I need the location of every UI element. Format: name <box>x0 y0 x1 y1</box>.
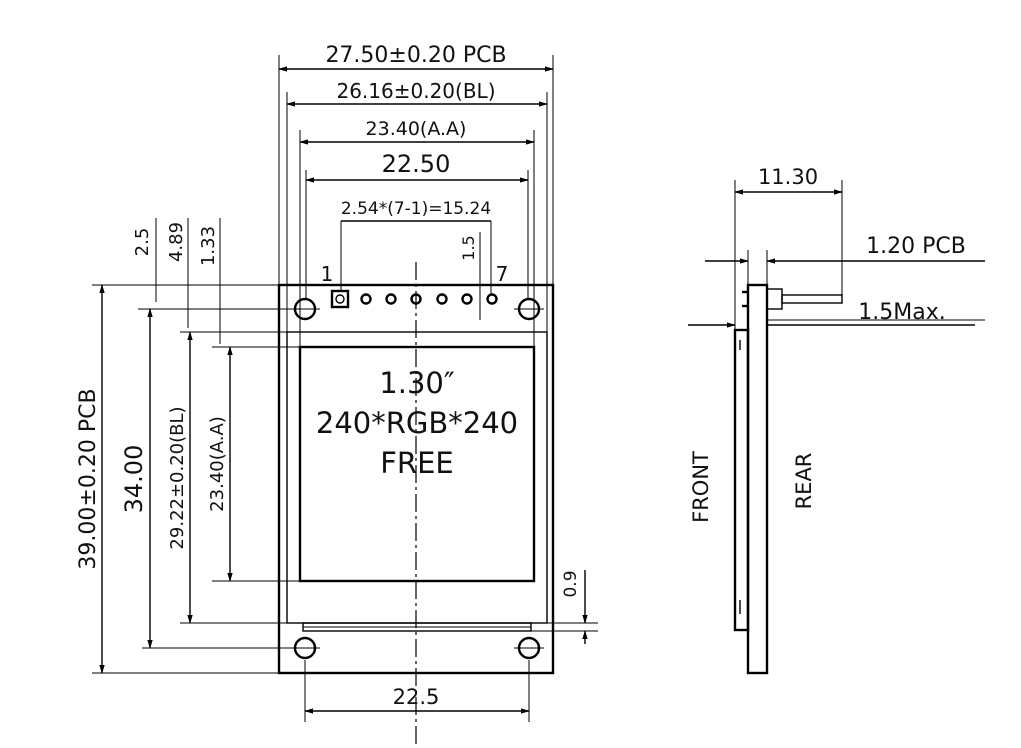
pin-5 <box>436 293 448 305</box>
dim-bottom-gap: 0.9 <box>531 570 598 644</box>
dim-pcb-thickness: 1.20 PCB <box>705 234 985 285</box>
dim-inner-width: 22.50 <box>305 150 529 183</box>
dim-max-label: 1.5Max. <box>858 300 945 325</box>
screen-note-label: FREE <box>380 446 453 480</box>
pin-2 <box>360 293 372 305</box>
rear-label: REAR <box>792 453 816 510</box>
side-pin-header <box>766 288 783 310</box>
dim-backlight-width-label: 26.16±0.20(BL) <box>336 79 495 103</box>
front-label: FRONT <box>689 451 713 523</box>
dim-active-area-height-label: 23.40(A.A) <box>207 416 228 512</box>
dim-backlight-height-label: 29.22±0.20(BL) <box>167 406 188 549</box>
pin-7-label: 7 <box>496 262 509 286</box>
dim-pin-hole-label: 1.5 <box>459 235 478 260</box>
pin-1-square-pad <box>330 289 350 309</box>
dim-left-offsets: 2.5 4.89 1.33 <box>132 218 221 344</box>
dim-hole-spacing: 22.5 <box>304 660 530 722</box>
dim-pcb-thickness-label: 1.20 PCB <box>866 234 966 259</box>
pin-1-label: 1 <box>321 262 334 286</box>
dim-left-offset-1-label: 2.5 <box>132 228 153 257</box>
dim-active-area-height: 23.40(A.A) <box>207 346 233 582</box>
dim-thickness-label: 11.30 <box>758 165 818 189</box>
pin-3 <box>385 293 397 305</box>
front-view: 1.30″ 240*RGB*240 FREE 27.50±0.20 PCB 26… <box>76 43 598 745</box>
side-display <box>733 328 750 632</box>
dim-backlight-height: 29.22±0.20(BL) <box>167 331 193 624</box>
dim-pin-hole: 1.5 1 7 <box>321 232 509 320</box>
dim-left-offset-2-label: 4.89 <box>166 222 187 262</box>
dim-inner-width-label: 22.50 <box>382 150 451 178</box>
screen-resolution-label: 240*RGB*240 <box>316 406 518 440</box>
dim-left-offset-3-label: 1.33 <box>198 226 219 266</box>
dim-active-area-width: 23.40(A.A) <box>299 118 535 145</box>
side-view: 11.30 1.20 PCB 1.5Max. FRONT REAR <box>688 165 985 675</box>
dim-hole-spacing-label: 22.5 <box>393 685 440 709</box>
active-area-outline <box>298 345 536 583</box>
pin-header <box>330 289 498 309</box>
dim-pcb-height-label: 39.00±0.20 PCB <box>76 388 101 569</box>
dim-hole-height: 34.00 <box>120 308 153 649</box>
dim-pcb-width: 27.50±0.20 PCB <box>278 43 554 72</box>
dim-bottom-gap-label: 0.9 <box>561 570 581 597</box>
screen-size-label: 1.30″ <box>379 366 455 400</box>
pin-7 <box>486 293 498 305</box>
dim-thickness: 11.30 <box>734 165 843 330</box>
dim-max: 1.5Max. <box>688 300 985 328</box>
dim-pin-pitch-label: 2.54*(7-1)=15.24 <box>341 199 491 219</box>
dim-active-area-width-label: 23.40(A.A) <box>366 118 467 140</box>
dim-pin-pitch: 2.54*(7-1)=15.24 <box>340 199 492 294</box>
dim-hole-height-label: 34.00 <box>120 445 148 514</box>
dim-pcb-width-label: 27.50±0.20 PCB <box>325 43 506 68</box>
dim-backlight-width: 26.16±0.20(BL) <box>286 79 548 107</box>
pin-6 <box>461 293 473 305</box>
pin-1-hole <box>335 294 345 304</box>
side-pcb <box>746 283 769 675</box>
side-pin <box>781 294 843 304</box>
dim-pcb-height: 39.00±0.20 PCB <box>76 284 105 674</box>
